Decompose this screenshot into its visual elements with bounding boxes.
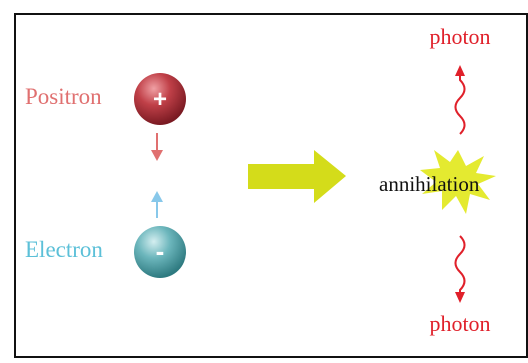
electron-label: Electron: [25, 237, 103, 262]
starburst-icon: [420, 150, 496, 214]
arrow-right-icon: [248, 150, 346, 203]
electron-charge: -: [156, 236, 165, 266]
annihilation-label: annihilation: [379, 172, 480, 196]
electron-particle: -: [134, 226, 186, 278]
arrow-up-icon: [151, 191, 163, 218]
wavy-arrow-icon: [454, 65, 466, 135]
photon-top-label: photon: [429, 24, 490, 49]
positron-particle: +: [134, 73, 186, 125]
positron-charge: +: [153, 86, 167, 113]
positron-label: Positron: [25, 84, 102, 109]
wavy-arrow-icon: [454, 235, 466, 303]
sphere-icon: [134, 226, 186, 278]
photon-bottom-label: photon: [429, 311, 490, 336]
sphere-icon: [134, 73, 186, 125]
arrow-down-icon: [151, 133, 163, 161]
